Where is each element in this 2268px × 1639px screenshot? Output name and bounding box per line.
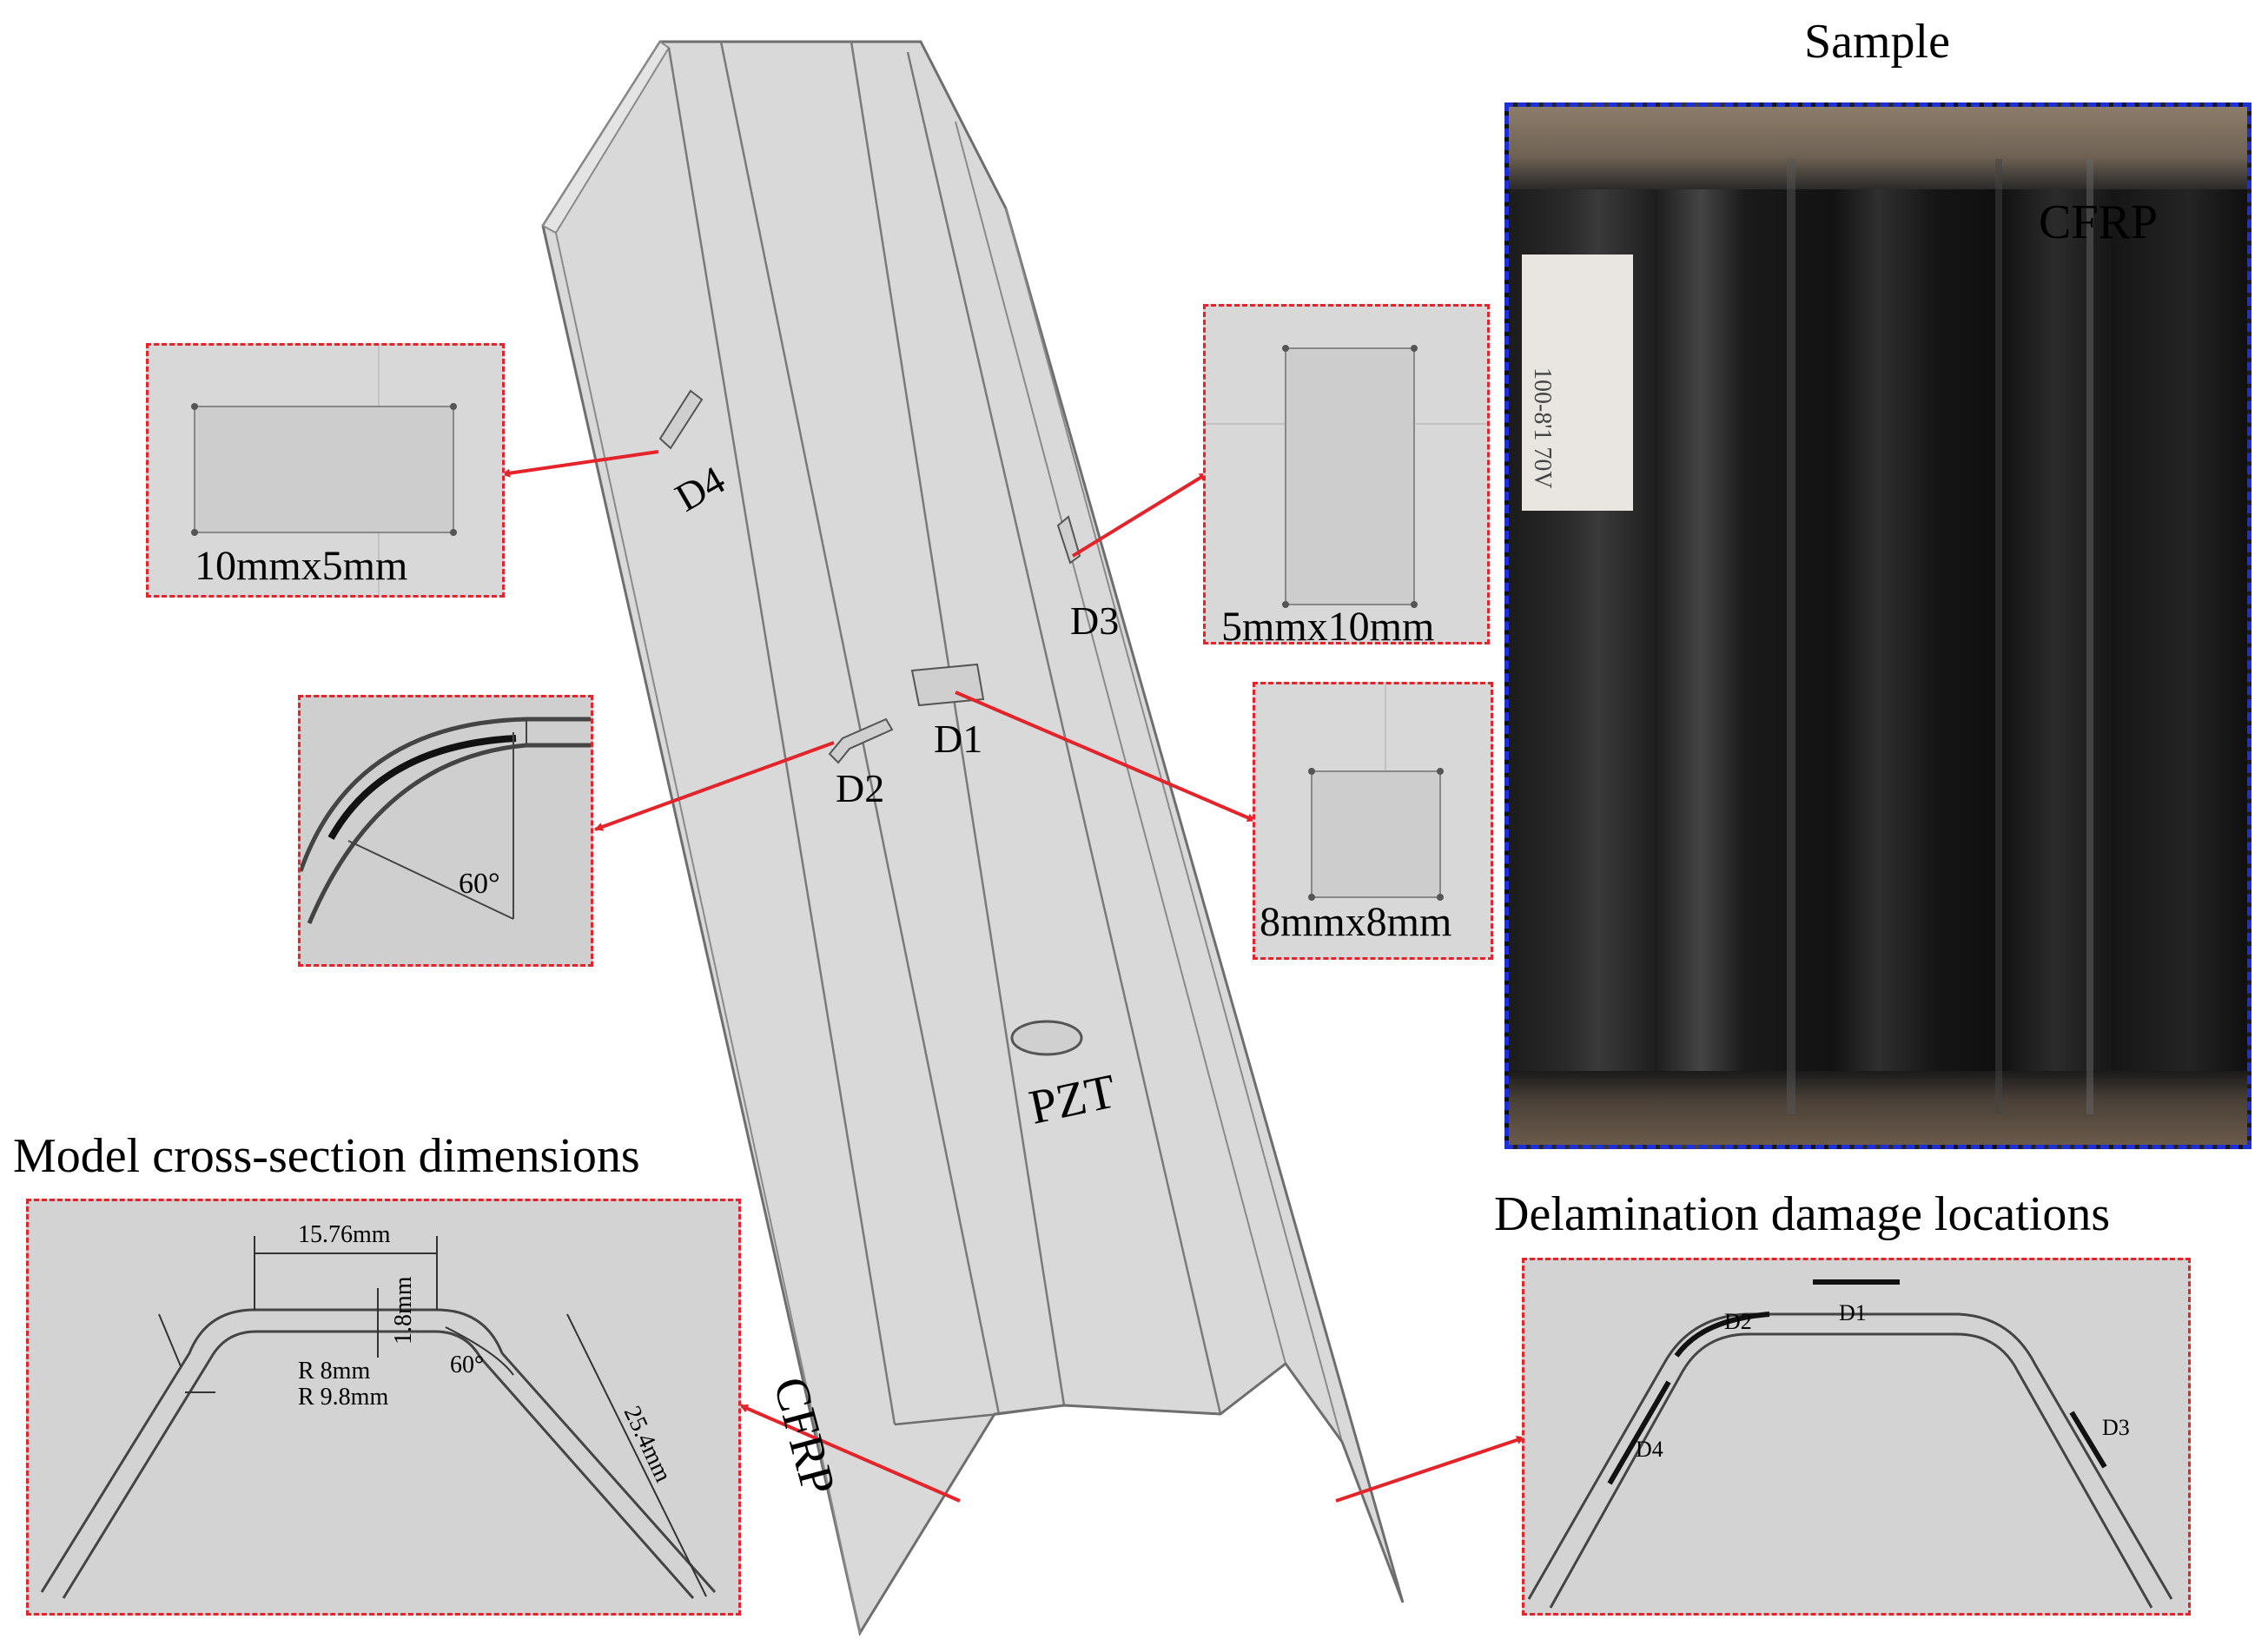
photo-rib bbox=[1787, 159, 1795, 1114]
photo-bottom-background bbox=[1509, 1071, 2247, 1145]
arrow-d4 bbox=[501, 450, 659, 478]
arrow-delam bbox=[1335, 1436, 1525, 1503]
beam-end bbox=[894, 1362, 1344, 1443]
delamination-panel: D1 D2 D3 D4 bbox=[1522, 1258, 2191, 1616]
label-d2: D2 bbox=[836, 766, 885, 810]
arrow-cfrp bbox=[739, 1404, 961, 1503]
delam-label-d1: D1 bbox=[1839, 1300, 1867, 1325]
dim-outer-radius: R 9.8mm bbox=[298, 1384, 389, 1411]
label-d3: D3 bbox=[1070, 598, 1120, 643]
delam-label-d4: D4 bbox=[1636, 1437, 1663, 1462]
arrow-d2 bbox=[594, 741, 835, 831]
beam-edge bbox=[1005, 208, 1343, 1443]
damage-patch-d2 bbox=[828, 717, 894, 764]
sample-photo: 100-8'1 70V CFRP bbox=[1504, 102, 2251, 1149]
dim-angle: 60° bbox=[450, 1352, 485, 1378]
d1-size-label: 8mmx8mm bbox=[1260, 899, 1452, 945]
dim-inner-radius: R 8mm bbox=[298, 1358, 371, 1385]
dim-top-width: 15.76mm bbox=[298, 1221, 391, 1248]
dim-thickness: 1.8mm bbox=[390, 1276, 417, 1345]
photo-rib bbox=[2086, 159, 2093, 1114]
photo-label-sticker bbox=[1522, 254, 1633, 511]
damage-patch-d4 bbox=[658, 389, 704, 450]
label-d1: D1 bbox=[934, 717, 983, 761]
beam-edge bbox=[719, 41, 1001, 1415]
arrow-d1 bbox=[955, 691, 1256, 823]
callout-d3: 5mmx10mm bbox=[1203, 304, 1490, 644]
photo-top-background bbox=[1509, 107, 2247, 189]
arrow-d3 bbox=[1071, 472, 1209, 558]
photo-rib bbox=[1995, 159, 2002, 1114]
callout-d1: 8mmx8mm bbox=[1253, 682, 1493, 960]
beam-edge bbox=[906, 51, 1222, 1415]
pzt-sensor-disc bbox=[1010, 1020, 1083, 1056]
d2-angle-label: 60° bbox=[459, 868, 500, 900]
beam-edge bbox=[850, 41, 1066, 1406]
delamination-title: Delamination damage locations bbox=[1494, 1187, 2111, 1241]
callout-d4: 10mmx5mm bbox=[146, 343, 505, 598]
cross-section-panel: 15.76mm R 8mm R 9.8mm 1.8mm 60° 25.4mm bbox=[26, 1199, 741, 1616]
cross-section-title: Model cross-section dimensions bbox=[13, 1129, 640, 1183]
photo-cfrp-label: CFRP bbox=[2039, 195, 2158, 249]
photo-sticker-text: 100-8'1 70V bbox=[1529, 367, 1556, 489]
beam-edge bbox=[555, 232, 861, 1634]
beam-edge bbox=[955, 121, 1286, 1365]
callout-d2: 60° bbox=[298, 695, 593, 967]
damage-patch-d3 bbox=[1056, 515, 1081, 565]
beam-edge bbox=[667, 47, 896, 1425]
delam-label-d3: D3 bbox=[2102, 1415, 2130, 1440]
sample-title: Sample bbox=[1804, 15, 1950, 69]
d3-size-label: 5mmx10mm bbox=[1221, 604, 1435, 644]
d4-size-label: 10mmx5mm bbox=[195, 543, 408, 589]
delam-label-d2: D2 bbox=[1724, 1309, 1752, 1334]
